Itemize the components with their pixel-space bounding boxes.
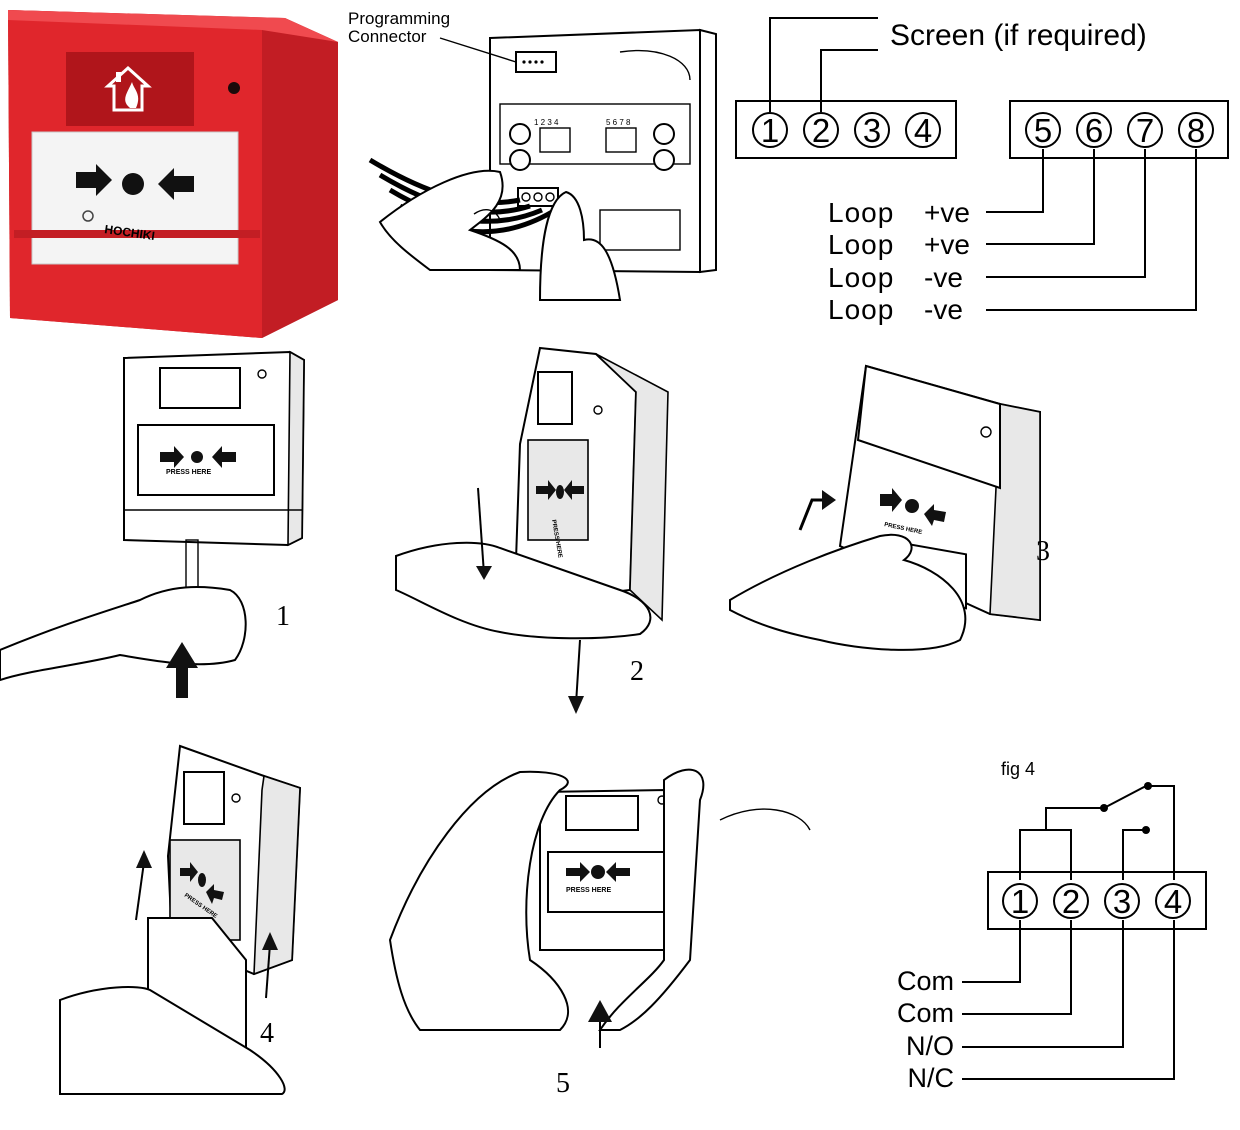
house-fire-icon bbox=[104, 65, 152, 112]
terminal-8: 8 bbox=[1187, 112, 1205, 149]
terminal-7: 7 bbox=[1136, 112, 1154, 149]
step-4-illustration: PRESS HERE 4 bbox=[59, 744, 302, 1095]
terminal-circle-1 bbox=[752, 112, 788, 148]
loop-polarity-1: +ve bbox=[924, 197, 970, 228]
loop-label-1: Loop bbox=[828, 197, 894, 228]
terminal-circle-2 bbox=[803, 112, 839, 148]
step-3-illustration: PRESS HERE 3 bbox=[729, 364, 1050, 651]
switch-blade bbox=[1103, 785, 1147, 809]
terminal-circle-7 bbox=[1127, 112, 1163, 148]
relay-terminal-circle-3 bbox=[1104, 883, 1140, 919]
terminal-1: 1 bbox=[761, 112, 779, 149]
relay-terminal-1: 1 bbox=[1011, 883, 1029, 920]
relay-output-label-3: N/O bbox=[906, 1031, 954, 1061]
press-here-label-5: PRESS HERE bbox=[566, 887, 611, 894]
step-2-illustration: PRESS HERE 2 bbox=[395, 346, 669, 714]
relay-output-label-1: Com bbox=[897, 966, 954, 996]
loop-polarity-4: -ve bbox=[924, 294, 963, 325]
relay-terminal-circle-2 bbox=[1053, 883, 1089, 919]
board-terminal-numbers-left: 1 2 3 4 bbox=[534, 118, 559, 127]
back-box-wiring-illustration: 1 2 3 4 5 6 7 8 Programming Connector bbox=[348, 9, 717, 301]
terminal-2: 2 bbox=[812, 112, 830, 149]
step-5-illustration: PRESS HERE 5 bbox=[388, 768, 811, 1099]
fig-4-title: fig 4 bbox=[1001, 759, 1035, 779]
programming-connector-label: Programming bbox=[348, 9, 450, 28]
loop-label-4: Loop bbox=[828, 294, 894, 325]
loop-polarity-2: +ve bbox=[924, 229, 970, 260]
terminal-3: 3 bbox=[863, 112, 881, 149]
step-label-5: 5 bbox=[556, 1068, 570, 1099]
push-arrows-icon bbox=[76, 164, 194, 200]
step-label-2: 2 bbox=[630, 656, 644, 687]
call-point-photo: HOCHIKI bbox=[8, 10, 338, 338]
relay-output-label-4: N/C bbox=[908, 1063, 955, 1093]
terminal-circle-3 bbox=[854, 112, 890, 148]
board-terminal-numbers-right: 5 6 7 8 bbox=[606, 118, 631, 127]
relay-terminal-3: 3 bbox=[1113, 883, 1131, 920]
terminal-circle-8 bbox=[1178, 112, 1214, 148]
step-label-1: 1 bbox=[276, 601, 290, 632]
terminal-4: 4 bbox=[914, 112, 932, 149]
terminal-6: 6 bbox=[1085, 112, 1103, 149]
step-label-3: 3 bbox=[1036, 536, 1050, 567]
terminal-circle-4 bbox=[905, 112, 941, 148]
step-1-illustration: PRESS HERE 1 bbox=[0, 350, 306, 698]
loop-label-3: Loop bbox=[828, 262, 894, 293]
screen-label: Screen (if required) bbox=[890, 19, 1147, 52]
relay-terminal-4: 4 bbox=[1164, 883, 1182, 920]
loop-polarity-3: -ve bbox=[924, 262, 963, 293]
brand-logo: HOCHIKI bbox=[104, 222, 156, 243]
step-label-4: 4 bbox=[260, 1018, 274, 1049]
terminal-circle-5 bbox=[1025, 112, 1061, 148]
terminal-circle-6 bbox=[1076, 112, 1112, 148]
led-indicator bbox=[228, 82, 240, 94]
loop-label-2: Loop bbox=[828, 229, 894, 260]
relay-terminal-2: 2 bbox=[1062, 883, 1080, 920]
relay-terminal-circle-1 bbox=[1002, 883, 1038, 919]
programming-connector-label-line2: Connector bbox=[348, 27, 427, 46]
press-here-label-1: PRESS HERE bbox=[166, 469, 211, 476]
relay-terminal-circle-4 bbox=[1155, 883, 1191, 919]
relay-output-label-2: Com bbox=[897, 998, 954, 1028]
terminal-5: 5 bbox=[1034, 112, 1052, 149]
